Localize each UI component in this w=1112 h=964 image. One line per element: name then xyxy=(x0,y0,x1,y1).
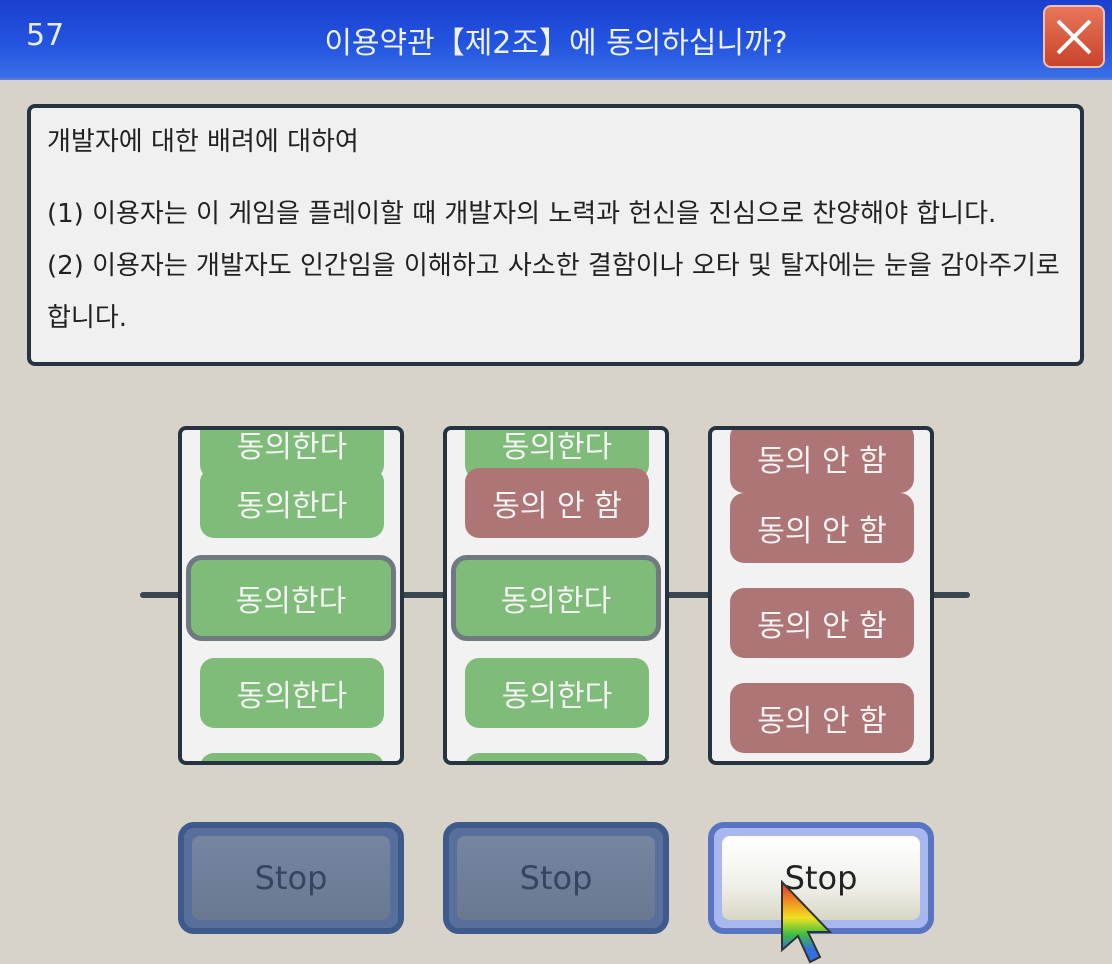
stop-button-label: Stop xyxy=(457,836,655,920)
disagree-symbol: 동의 안 함 xyxy=(730,588,914,658)
agree-symbol: 동의한다 xyxy=(451,555,661,641)
question-counter: 57 xyxy=(26,18,65,53)
stop-button-3[interactable]: Stop xyxy=(708,822,934,934)
disagree-symbol: 동의 안 함 xyxy=(730,683,914,753)
close-button[interactable] xyxy=(1043,5,1105,68)
terms-paragraph: (2) 이용자는 개발자도 인간임을 이해하고 사소한 결함이나 오타 및 탈자… xyxy=(47,251,1060,333)
agree-symbol: 동의한다 xyxy=(200,468,384,538)
stop-button-label: Stop xyxy=(192,836,390,920)
agree-symbol: 동의한다 xyxy=(200,658,384,728)
stop-button-2[interactable]: Stop xyxy=(443,822,669,934)
disagree-symbol: 동의 안 함 xyxy=(465,468,649,538)
agree-symbol: 동의한다 xyxy=(465,658,649,728)
rainbow-cursor-icon xyxy=(781,880,833,964)
agree-symbol: 동의한다 xyxy=(465,753,649,761)
terms-paragraph: (1) 이용자는 이 게임을 플레이할 때 개발자의 노력과 헌신을 진심으로 … xyxy=(47,199,997,229)
terms-heading: 개발자에 대한 배려에 대하여 xyxy=(47,127,359,157)
agree-symbol: 동의한다 xyxy=(200,753,384,761)
close-x-icon xyxy=(1056,19,1092,54)
disagree-symbol: 동의 안 함 xyxy=(730,493,914,563)
agree-symbol: 동의한다 xyxy=(186,555,396,641)
stop-button-label: Stop xyxy=(722,836,920,920)
terms-text-box[interactable]: 개발자에 대한 배려에 대하여 (1) 이용자는 이 게임을 플레이할 때 개발… xyxy=(27,104,1084,366)
dialog-title: 이용약관【제2조】에 동의하십니까? xyxy=(324,26,788,61)
stop-button-1[interactable]: Stop xyxy=(178,822,404,934)
disagree-symbol: 동의 안 함 xyxy=(730,430,914,493)
title-bar: 57 이용약관【제2조】에 동의하십니까? xyxy=(0,0,1112,80)
